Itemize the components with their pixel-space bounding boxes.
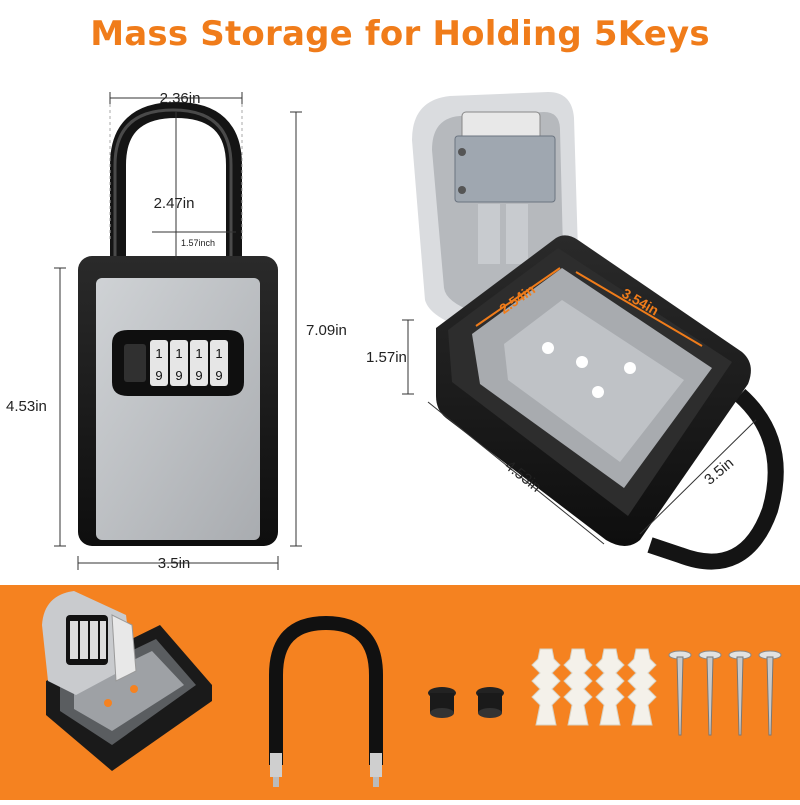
dial-digit: 9 [195, 368, 202, 383]
dim-body-height: 4.53in [6, 398, 47, 415]
screws-image [668, 650, 782, 736]
combination-dial: 1 1 1 1 9 9 9 9 [150, 340, 228, 386]
dial-digit: 1 [195, 346, 202, 361]
dial-digit: 9 [215, 368, 222, 383]
accessory-band [0, 585, 800, 800]
dim-shackle-height: 2.47in [154, 195, 195, 212]
dim-body-width: 3.5in [158, 555, 191, 572]
dim-total-height: 7.09in [306, 322, 347, 339]
front-view-lockbox: 1 1 1 1 9 9 9 9 [78, 101, 278, 546]
dial-digit: 9 [175, 368, 182, 383]
dial-digit: 1 [215, 346, 222, 361]
dial-digit: 1 [175, 346, 182, 361]
dim-width-top: 2.36in [160, 90, 201, 107]
mini-lockbox-image [42, 591, 212, 771]
wall-anchors-image [531, 648, 657, 726]
dim-width: 3.5in [701, 455, 737, 489]
page-title: Mass Storage for Holding 5Keys [90, 14, 710, 54]
accessories-illustration [42, 591, 782, 787]
dim-depth: 1.57in [366, 349, 407, 366]
dial-digit: 9 [155, 368, 162, 383]
open-view-lockbox [412, 92, 784, 570]
rubber-caps-image [428, 687, 504, 718]
dim-shackle-inner: 1.57inch [181, 238, 215, 248]
dial-digit: 1 [155, 346, 162, 361]
shackle-image [269, 615, 383, 787]
